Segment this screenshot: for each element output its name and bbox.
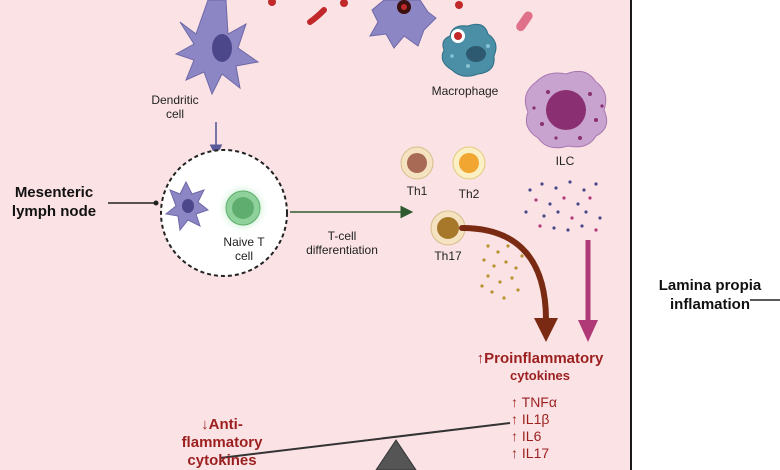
lamina-propia-line1: Lamina propia	[658, 277, 762, 294]
anti-inflammatory-line1: ↓Anti-	[201, 416, 243, 433]
anti-inflammatory-label: ↓Anti- flammatory cytokines	[166, 416, 278, 470]
ilc-cytokine-dots	[524, 180, 602, 232]
dendritic-cell-label-line1: Dendritic	[151, 93, 199, 107]
t-cell-icon	[217, 182, 269, 234]
t-cell-icon	[430, 210, 466, 246]
mesenteric-line2: lymph node	[11, 203, 97, 220]
th17-label: Th17	[434, 249, 462, 263]
cytokine-il17: ↑ IL17	[511, 445, 550, 461]
proinflammatory-label: ↑Proinflammatory cytokines	[462, 350, 618, 384]
macrophage-icon	[441, 23, 497, 77]
mesenteric-line1: Mesenteric	[14, 184, 94, 201]
cytokine-il1b: ↑ IL1β	[511, 411, 550, 427]
intestine-panel	[0, 0, 630, 470]
cytokine-il6: ↑ IL6	[511, 428, 542, 444]
dendritic-cell-icon	[164, 180, 210, 232]
th1-label: Th1	[406, 184, 428, 198]
cytokine-tnfa: ↑ TNFα	[511, 394, 557, 410]
th2-label: Th2	[458, 187, 480, 201]
lamina-propia-line2: inflamation	[669, 296, 750, 313]
dendritic-cell-label: Dendritic cell	[140, 93, 210, 121]
naive-t-cell-label-line1: Naive T	[223, 235, 265, 249]
mesenteric-lymph-node-label: Mesenteric lymph node	[0, 183, 108, 221]
t-cell-differentiation-line1: T-cell	[327, 229, 357, 243]
naive-t-cell-label-line2: cell	[234, 249, 253, 263]
anti-inflammatory-line3: cytokines	[187, 452, 257, 469]
cytokine-list: ↑ TNFα ↑ IL1β ↑ IL6 ↑ IL17	[511, 394, 581, 462]
naive-t-cell-label: Naive T cell	[214, 235, 274, 263]
t-cell-icon	[452, 146, 486, 180]
lamina-propia-label: Lamina propia inflamation	[648, 276, 772, 314]
seesaw-beam	[219, 422, 511, 459]
proinflammatory-line2: cytokines	[510, 368, 570, 383]
dendritic-cell-label-line2: cell	[165, 107, 184, 121]
seesaw-fulcrum	[375, 439, 417, 470]
dendritic-cell-icon	[369, 0, 437, 49]
ilc-cell-icon	[524, 70, 608, 149]
t-cell-differentiation-line2: differentiation	[306, 243, 378, 257]
t-cell-icon	[400, 146, 434, 180]
bracket-line	[630, 0, 632, 470]
th17-cytokine-dots	[480, 244, 524, 300]
ilc-label: ILC	[555, 154, 575, 168]
macrophage-label: Macrophage	[431, 84, 499, 98]
bacteria-icon	[268, 0, 533, 32]
t-cell-differentiation-label: T-cell differentiation	[290, 229, 394, 257]
dendritic-cell-icon	[174, 0, 260, 96]
th17-arrow	[459, 225, 549, 323]
anti-inflammatory-line2: flammatory	[181, 434, 263, 451]
proinflammatory-line1: ↑Proinflammatory	[476, 350, 604, 367]
